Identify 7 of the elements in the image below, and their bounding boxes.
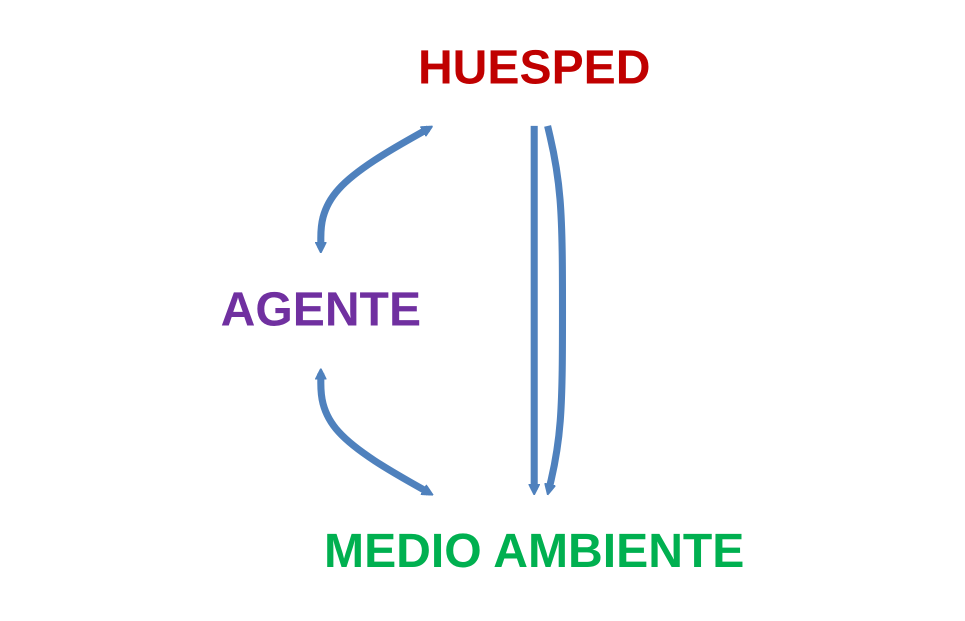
node-text: HUESPED <box>418 41 650 95</box>
node-text: AGENTE <box>220 282 422 337</box>
arrow <box>314 126 434 254</box>
arrow <box>314 368 434 496</box>
arrow <box>528 126 540 496</box>
arrow <box>544 125 566 496</box>
node-text: MEDIO AMBIENTE <box>324 524 744 579</box>
